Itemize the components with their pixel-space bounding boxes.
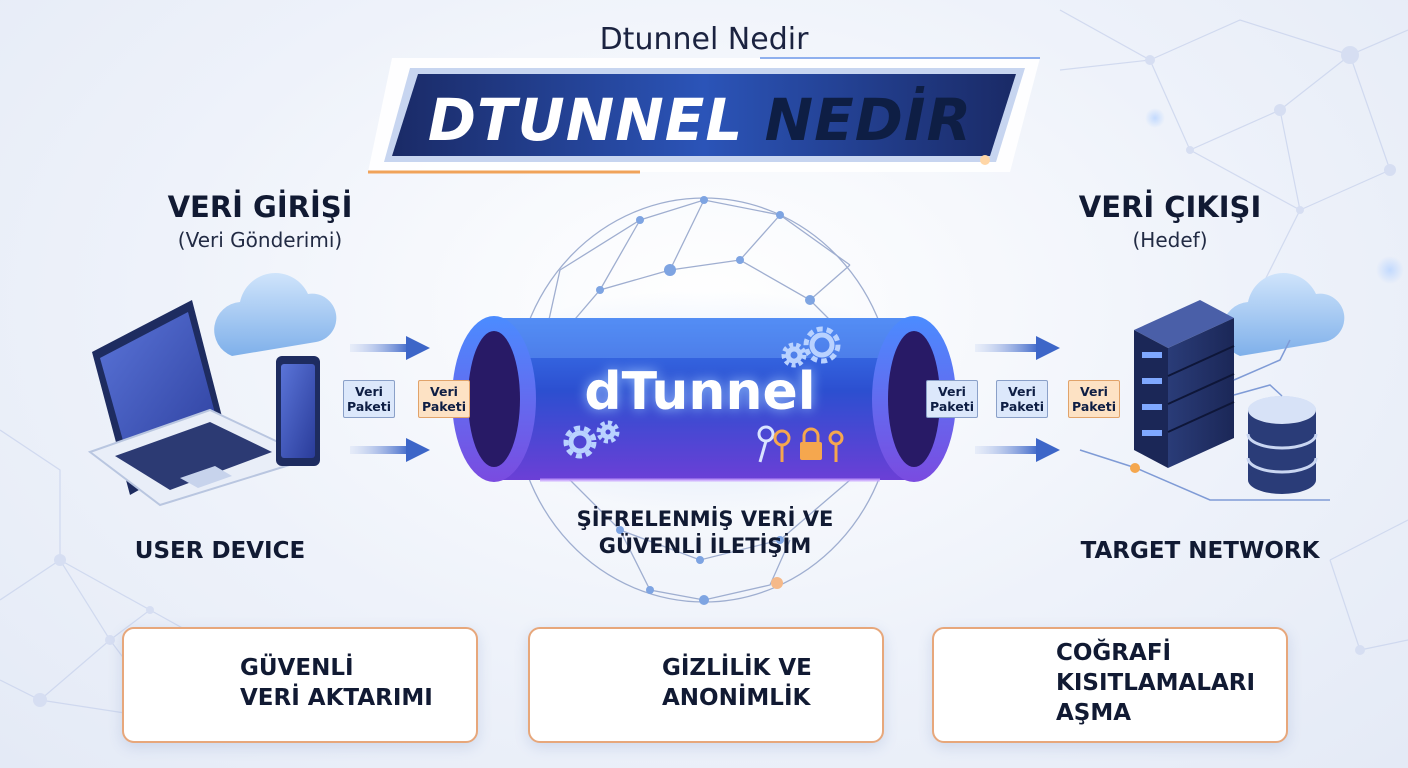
packet-line-1: Veri <box>355 384 383 399</box>
feature-line-2: ANONİMLİK <box>662 685 811 711</box>
feature-card-privacy: GİZLİLİK VE ANONİMLİK <box>528 627 884 743</box>
user-device-label: USER DEVICE <box>134 538 306 564</box>
cloud-icon <box>214 273 337 356</box>
feature-card-secure-transfer: GÜVENLİ VERİ AKTARIMI <box>122 627 478 743</box>
feature-line-3: AŞMA <box>1056 700 1132 726</box>
title-word-1: DTUNNEL <box>427 86 744 154</box>
packet-line-2: Paketi <box>422 399 466 414</box>
network-cables <box>1079 339 1330 501</box>
feature-card-geo-bypass: COĞRAFİ KISITLAMALARI AŞMA <box>932 627 1288 743</box>
feature-card-text: GÜVENLİ VERİ AKTARIMI <box>240 653 433 713</box>
packet-line-1: Veri <box>430 384 458 399</box>
feature-line-2: KISITLAMALARI <box>1056 670 1256 696</box>
feature-line-1: COĞRAFİ <box>1056 640 1172 666</box>
database-icon <box>1246 396 1318 494</box>
tunnel-caption-line-1: ŞİFRELENMİŞ VERİ VE <box>576 507 834 531</box>
feature-card-text: COĞRAFİ KISITLAMALARI AŞMA <box>1056 638 1255 728</box>
key-lock-icon <box>757 425 844 463</box>
page-title: DTUNNEL NEDİR <box>380 86 1020 154</box>
laptop-icon <box>87 300 315 507</box>
feature-line-1: GÜVENLİ <box>240 655 354 681</box>
title-banner <box>368 57 1040 174</box>
title-word-2: NEDİR <box>764 86 973 154</box>
tunnel-caption-line-2: GÜVENLİ İLETİŞİM <box>598 534 812 558</box>
data-packet: Veri Paketi <box>996 380 1048 418</box>
data-packet: Veri Paketi <box>926 380 978 418</box>
data-packet: Veri Paketi <box>418 380 470 418</box>
server-rack-icon <box>1134 300 1235 468</box>
gear-icon <box>563 326 841 459</box>
cloud-icon <box>1222 273 1345 356</box>
feature-line-1: GİZLİLİK VE <box>662 655 812 681</box>
tunnel-caption: ŞİFRELENMİŞ VERİ VE GÜVENLİ İLETİŞİM <box>540 506 870 560</box>
data-packet: Veri Paketi <box>1068 380 1120 418</box>
data-packet: Veri Paketi <box>343 380 395 418</box>
feature-card-text: GİZLİLİK VE ANONİMLİK <box>662 653 812 713</box>
globe-nodes <box>596 196 815 605</box>
packet-line-2: Paketi <box>1072 399 1116 414</box>
page-subtitle: Dtunnel Nedir <box>599 22 809 57</box>
packet-line-1: Veri <box>1080 384 1108 399</box>
target-network-label: TARGET NETWORK <box>1080 538 1320 564</box>
tunnel-label: dTunnel <box>584 362 816 422</box>
packet-line-1: Veri <box>1008 384 1036 399</box>
left-section-title: VERİ GİRİŞİ <box>167 190 353 224</box>
packet-line-2: Paketi <box>930 399 974 414</box>
arrow-right-icon <box>350 336 1060 462</box>
left-section-subtitle: (Veri Gönderimi) <box>177 228 343 252</box>
packet-line-2: Paketi <box>347 399 391 414</box>
right-section-subtitle: (Hedef) <box>1132 228 1208 252</box>
feature-line-2: VERİ AKTARIMI <box>240 685 433 711</box>
packet-line-1: Veri <box>938 384 966 399</box>
right-section-title: VERİ ÇIKIŞI <box>1078 190 1262 224</box>
phone-icon <box>276 356 320 466</box>
packet-line-2: Paketi <box>1000 399 1044 414</box>
